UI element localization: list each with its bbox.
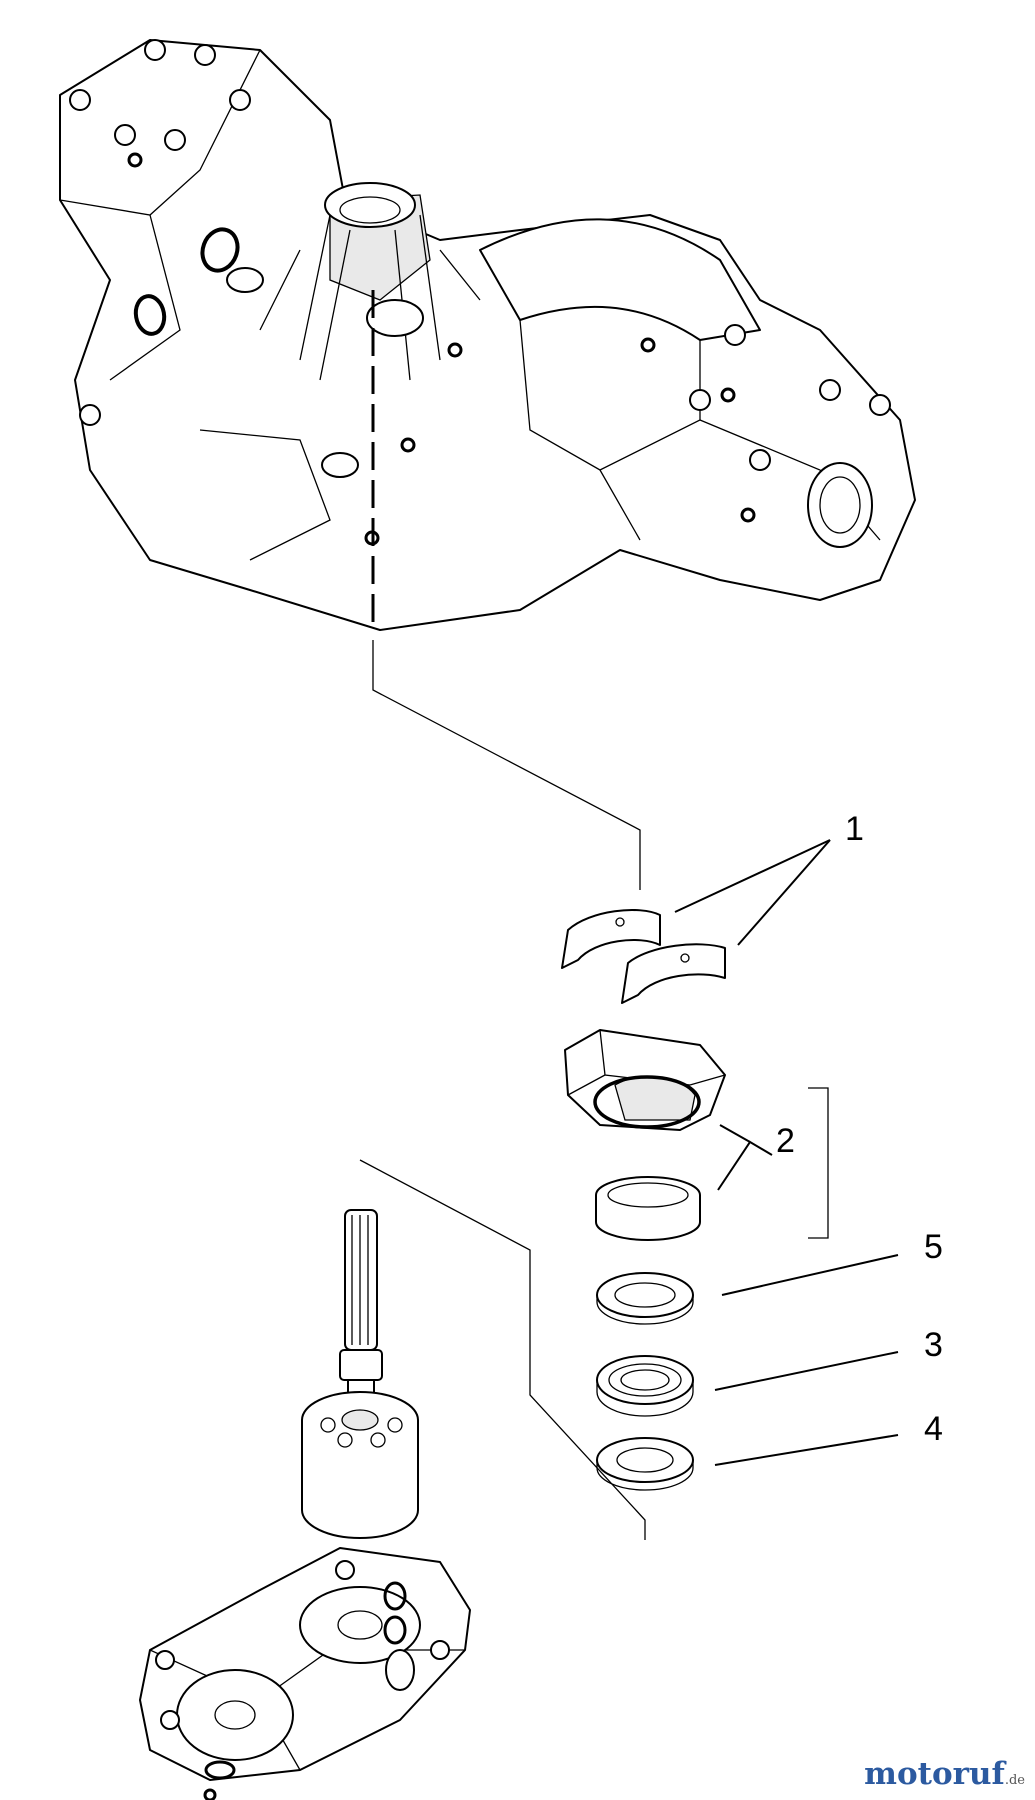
callout-1: 1 xyxy=(845,810,864,848)
cylinder-block xyxy=(301,1391,419,1539)
bushing xyxy=(595,1176,701,1241)
assembly-leader-lower xyxy=(359,1159,646,1540)
watermark-brand: motoruf xyxy=(864,1756,1005,1792)
callout-leaders xyxy=(674,839,899,1466)
upper-housing xyxy=(59,39,916,631)
assembly-leader-upper xyxy=(372,640,641,890)
washer-4 xyxy=(596,1437,694,1491)
bracket-2 xyxy=(808,1087,829,1239)
thrust-plates xyxy=(561,909,726,1004)
bearing-3 xyxy=(596,1355,694,1417)
callout-3: 3 xyxy=(924,1326,943,1364)
callout-2: 2 xyxy=(776,1122,795,1160)
callout-4: 4 xyxy=(924,1410,943,1448)
watermark-suffix: .de xyxy=(1004,1773,1025,1788)
callout-5: 5 xyxy=(924,1228,943,1266)
swashplate-block xyxy=(564,1029,726,1131)
washer-5 xyxy=(596,1272,694,1325)
watermark-logo: motoruf.de xyxy=(864,1756,1025,1792)
lower-housing xyxy=(139,1547,471,1800)
